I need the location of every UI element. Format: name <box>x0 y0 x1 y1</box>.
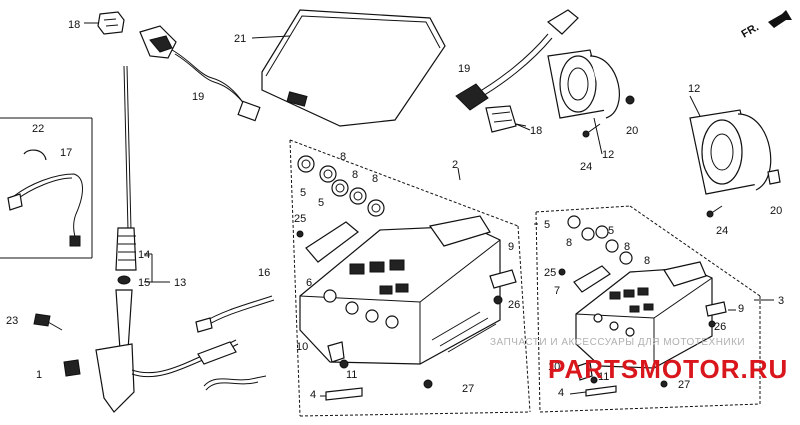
callout-8a: 8 <box>340 151 346 163</box>
watermark: ЗАПЧАСТИ И АКСЕССУАРЫ ДЛЯ МОТОТЕХНИКИ PA… <box>490 337 788 384</box>
callout-25b: 25 <box>544 267 556 279</box>
screw-part-24 <box>582 123 723 218</box>
callout-8e: 8 <box>624 241 630 253</box>
callout-8f: 8 <box>644 255 650 267</box>
callout-20a: 20 <box>626 125 638 137</box>
callout-24a: 24 <box>580 161 592 173</box>
clip-part-10a <box>327 341 349 369</box>
callout-1: 1 <box>36 369 42 381</box>
cable-part-19b <box>455 9 579 111</box>
screw-part-25b <box>558 268 566 276</box>
callout-19a: 19 <box>192 91 204 103</box>
callout-13: 13 <box>174 277 186 289</box>
connector-part-17 <box>0 117 93 259</box>
callout-16: 16 <box>258 267 270 279</box>
plate-part-4a <box>325 387 363 401</box>
callout-4a: 4 <box>310 389 316 401</box>
unit-3-frame <box>535 205 761 413</box>
callout-5b: 5 <box>318 197 324 209</box>
callout-9a: 9 <box>508 241 514 253</box>
callout-8c: 8 <box>372 173 378 185</box>
callout-24b: 24 <box>716 225 728 237</box>
callout-8b: 8 <box>352 169 358 181</box>
screw-part-27b <box>660 380 668 388</box>
callout-20b: 20 <box>770 205 782 217</box>
clip-part-9a <box>489 269 517 305</box>
callout-23: 23 <box>6 315 18 327</box>
callout-22: 22 <box>32 123 44 135</box>
watermark-text-top: ЗАПЧАСТИ И АКСЕССУАРЫ ДЛЯ МОТОТЕХНИКИ <box>490 337 745 348</box>
speaker-part-12a <box>547 49 635 119</box>
panel-part-7 <box>573 265 611 293</box>
callout-25a: 25 <box>294 213 306 225</box>
cover-part-21 <box>261 9 446 127</box>
callout-9b: 9 <box>738 303 744 315</box>
front-direction-arrow: FR. <box>740 10 792 41</box>
connector-part-18a <box>97 11 125 35</box>
screw-part-25a <box>296 230 304 238</box>
callout-19b: 19 <box>458 63 470 75</box>
cable-part-16 <box>195 295 275 391</box>
knobs-part-8 <box>297 155 385 217</box>
callout-5a: 5 <box>300 187 306 199</box>
callout-14: 14 <box>138 249 150 261</box>
leader-lines <box>320 95 774 397</box>
direction-label: FR. <box>740 21 761 40</box>
callout-11a: 11 <box>346 369 357 381</box>
callout-21: 21 <box>234 33 246 45</box>
callout-11b: 11 <box>598 371 609 383</box>
unit-2-frame <box>289 139 531 417</box>
callout-18a: 18 <box>68 19 80 31</box>
callout-26a: 26 <box>508 299 520 311</box>
clip-part-10b <box>577 361 598 384</box>
antenna-part-14 <box>115 65 137 351</box>
callouts: 18 21 19 19 18 22 17 2 8 8 8 5 5 25 6 9 … <box>6 19 784 401</box>
callout-5c: 5 <box>544 219 550 231</box>
plate-part-4b <box>585 385 617 397</box>
knobs-part-8b <box>567 215 633 265</box>
callout-5d: 5 <box>608 225 614 237</box>
screw-part-23 <box>33 313 63 331</box>
connector-part-18b <box>485 105 517 133</box>
callout-26b: 26 <box>714 321 726 333</box>
screw-part-27a <box>423 379 433 389</box>
callout-2: 2 <box>452 159 458 171</box>
watermark-logo-text: PARTSMOTOR.RU <box>548 354 788 384</box>
radio-unit-secondary <box>575 261 713 369</box>
callout-27a: 27 <box>462 383 474 395</box>
panel-part-6 <box>305 221 359 263</box>
callout-27b: 27 <box>678 379 690 391</box>
speaker-part-12b <box>689 109 781 195</box>
clip-part-9b <box>705 301 727 328</box>
callout-10b: 10 <box>548 361 560 373</box>
callout-12a: 12 <box>602 149 614 161</box>
callout-7: 7 <box>554 285 560 297</box>
callout-6: 6 <box>306 277 312 289</box>
callout-12b: 12 <box>688 83 700 95</box>
callout-18b: 18 <box>530 125 542 137</box>
radio-unit-main <box>299 215 501 365</box>
callout-15: 15 <box>138 277 150 289</box>
callout-10a: 10 <box>296 341 308 353</box>
callout-8d: 8 <box>566 237 572 249</box>
callout-3: 3 <box>778 295 784 307</box>
cable-part-19a <box>139 25 261 122</box>
callout-17: 17 <box>60 147 72 159</box>
callout-4b: 4 <box>558 387 564 399</box>
